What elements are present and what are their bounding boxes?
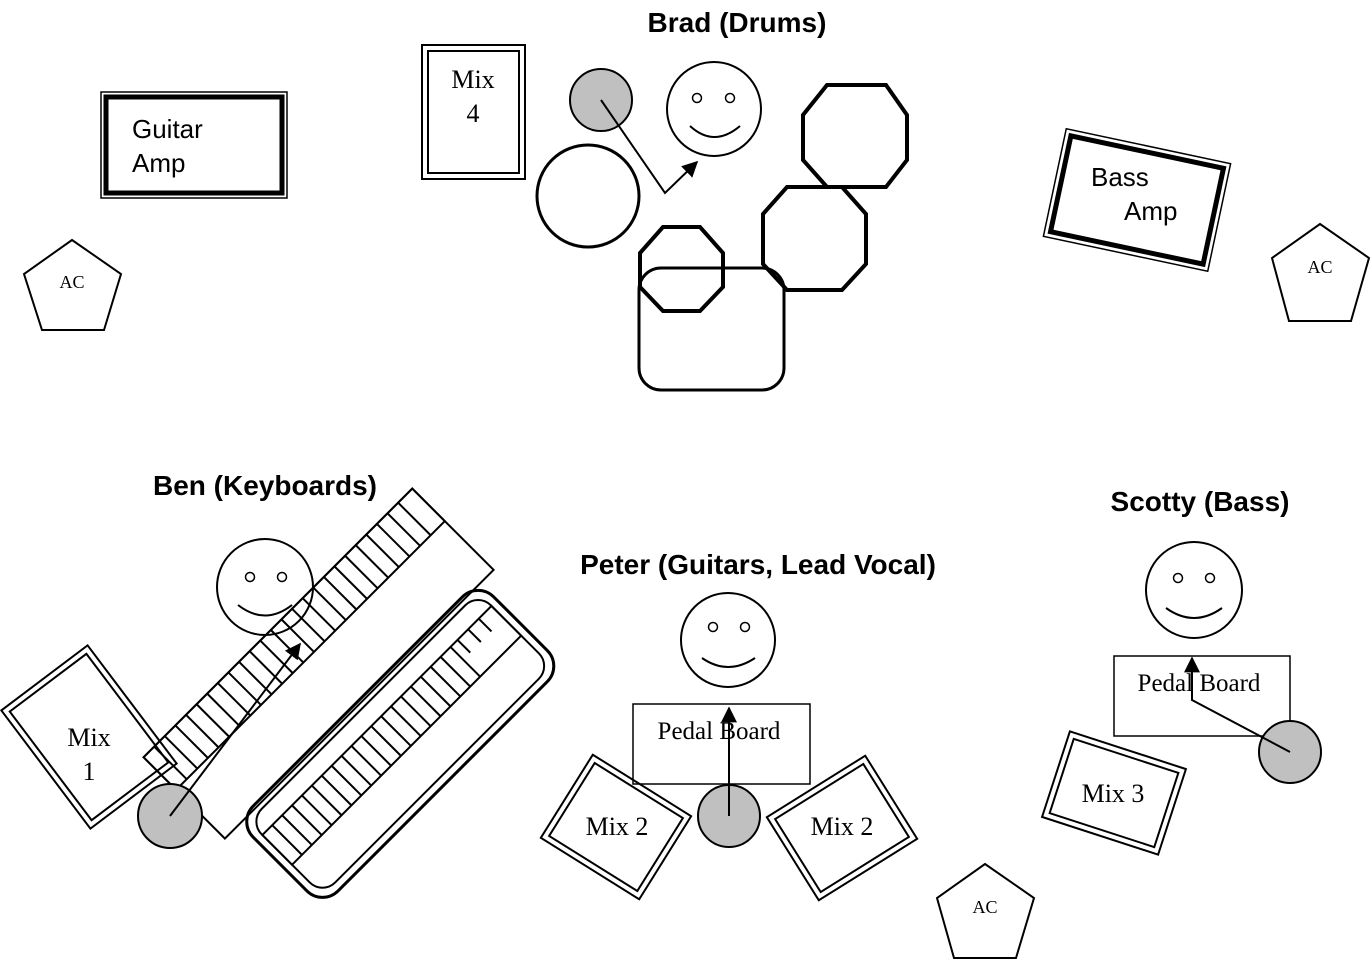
mix1-label-2: 1 [83, 757, 96, 786]
mix4-label-1: Mix [451, 65, 494, 94]
keyboard-key [280, 618, 315, 653]
ac-outlet-left: AC [22, 238, 123, 331]
mic-line-ben [169, 642, 301, 817]
keyboard-key [429, 666, 462, 698]
monitor-mix2-right [765, 754, 919, 902]
label-peter-guitars: Peter (Guitars, Lead Vocal) [580, 549, 936, 580]
keyboard-key [350, 745, 382, 777]
keyboard-key [164, 735, 199, 770]
keyboard-key [174, 724, 209, 759]
monitor-mix3 [1040, 730, 1188, 856]
pedal-board-scotty: Pedal Board [1113, 655, 1291, 737]
monitor-mix1 [0, 644, 179, 830]
ac-outlet-bottom: AC [935, 862, 1036, 959]
keyboard-key [397, 502, 432, 536]
keyboard-key [333, 565, 368, 600]
monitor-mix4: Mix 4 [421, 44, 526, 180]
drum-kit [535, 68, 909, 392]
guitar-amp-label-2: Amp [132, 148, 185, 178]
keyboard-key [312, 586, 347, 621]
label-scotty-bass: Scotty (Bass) [1111, 486, 1290, 517]
keyboard-key [355, 544, 389, 579]
keyboard-key [340, 755, 372, 787]
keyboard-key [323, 576, 358, 611]
keyboard-key [259, 639, 294, 674]
mix4-label-2: 4 [467, 99, 480, 128]
drum-tom-left [638, 225, 725, 313]
keyboard-key [291, 608, 326, 643]
keyboard-key [420, 675, 452, 708]
drum-floor-tom [637, 266, 786, 392]
keyboard-key [376, 523, 411, 558]
keyboard-key [185, 714, 220, 749]
keyboard-key [301, 597, 336, 632]
bass-amp [1042, 127, 1232, 273]
mix2-right-label: Mix 2 [811, 812, 874, 841]
ac-right-label: AC [1307, 257, 1332, 277]
label-brad-drums: Brad (Drums) [648, 7, 827, 38]
pedal-board-scotty-label: Pedal Board [1138, 670, 1261, 697]
face-brad [666, 61, 762, 157]
pedal-board-peter-label: Pedal Board [658, 718, 781, 745]
face-peter [680, 592, 776, 688]
keyboard-key [380, 715, 412, 747]
keyboard-key [360, 735, 392, 767]
mix3-label: Mix 3 [1082, 779, 1145, 808]
keyboards [142, 487, 556, 899]
keyboard-key [311, 784, 343, 816]
keyboard-key [449, 646, 481, 678]
keyboard-key [195, 703, 230, 738]
ac-bottom-label: AC [972, 897, 997, 917]
face-scotty [1145, 541, 1243, 639]
bass-amp-label-1: Bass [1091, 162, 1149, 192]
keyboard-key [281, 814, 313, 846]
keyboard-key [439, 656, 471, 688]
keyboard-key [330, 765, 363, 797]
keyboard-key [227, 671, 262, 706]
keyboard-control [467, 628, 482, 643]
monitor-mix2-left [539, 753, 693, 901]
drum-tom-right [761, 185, 868, 292]
face-ben [216, 538, 314, 636]
pedal-board-peter: Pedal Board [632, 703, 811, 785]
drum-cymbal-upper [801, 83, 909, 189]
keyboard-key [271, 824, 303, 856]
mix1-label-1: Mix [67, 723, 110, 752]
keyboard-key [344, 555, 379, 589]
keyboard-control [478, 617, 493, 633]
keyboard-key [370, 725, 402, 757]
ac-left-label: AC [59, 272, 84, 292]
ac-outlet-right: AC [1270, 222, 1371, 322]
keyboard-key [410, 685, 442, 717]
mic-line-brad [600, 99, 699, 195]
keyboard-key [301, 794, 333, 826]
keyboard-key [390, 705, 422, 737]
keyboard-key [365, 533, 400, 568]
mix2-left-label: Mix 2 [586, 812, 649, 841]
drum-bass-drum [535, 143, 641, 249]
keyboard-key [386, 512, 421, 547]
guitar-amp-label-1: Guitar [132, 114, 203, 144]
keyboard-key [248, 650, 283, 685]
keyboard-control [456, 639, 471, 654]
keyboard-key [217, 682, 252, 717]
guitar-amp: Guitar Amp [100, 91, 288, 199]
bass-amp-label-2: Amp [1124, 196, 1177, 226]
mic-line-scotty [1184, 656, 1291, 753]
keyboard-key [206, 692, 241, 727]
keyboard-key [400, 695, 432, 727]
keyboard-key [321, 774, 353, 807]
keyboard-key [291, 804, 323, 836]
label-ben-keyboards: Ben (Keyboards) [153, 470, 377, 501]
